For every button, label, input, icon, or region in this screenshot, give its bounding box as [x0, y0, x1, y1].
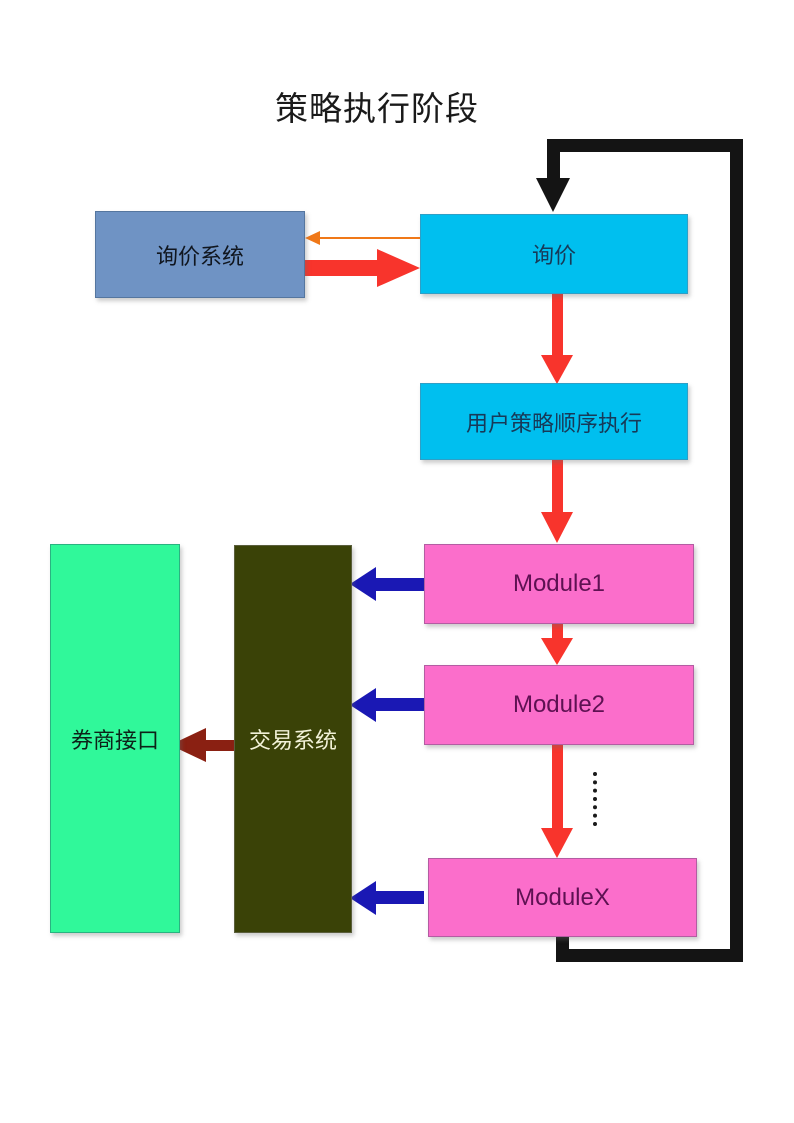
- arrow-modulex-to-trading: [374, 891, 424, 904]
- arrow-module2-to-trading-head-icon: [350, 688, 376, 722]
- node-modulex-label: ModuleX: [515, 883, 610, 911]
- arrow-inquirysystem-to-inquiry-head-icon: [377, 249, 420, 287]
- arrow-inquiry-to-inquirysystem-head-icon: [305, 231, 320, 245]
- node-user-strategy-execution: 用户策略顺序执行: [420, 383, 688, 460]
- node-module2: Module2: [424, 665, 694, 745]
- arrow-inquiry-to-userstrategy-head-icon: [541, 355, 573, 384]
- node-modulex: ModuleX: [428, 858, 697, 937]
- node-trading-system-label: 交易系统: [248, 728, 337, 753]
- arrow-inquiry-to-inquirysystem: [318, 237, 420, 239]
- arrow-module1-to-module2-head-icon: [541, 638, 573, 665]
- arrow-module1-to-trading-head-icon: [350, 567, 376, 601]
- node-module2-label: Module2: [512, 691, 606, 718]
- arrow-userstrategy-to-module1: [552, 460, 563, 513]
- node-inquiry-label: 询价: [531, 243, 576, 268]
- feedback-loop-segment-top-stub: [547, 139, 560, 180]
- arrow-inquiry-to-userstrategy: [552, 294, 563, 356]
- arrow-module2-to-modulex-head-icon: [541, 828, 573, 858]
- node-trading-system: 交易系统: [234, 545, 352, 933]
- node-inquiry-system-label: 询价系统: [155, 243, 244, 269]
- feedback-loop-segment-right: [730, 139, 743, 962]
- node-broker-interface: 券商接口: [50, 544, 180, 933]
- node-module1-label: Module1: [512, 570, 606, 597]
- arrow-module1-to-module2: [552, 624, 563, 640]
- feedback-loop-arrowhead-icon: [536, 178, 570, 212]
- node-module1: Module1: [424, 544, 694, 624]
- arrow-module2-to-modulex: [552, 745, 563, 829]
- vertical-ellipsis-icon: [593, 772, 597, 826]
- node-inquiry: 询价: [420, 214, 688, 294]
- arrow-trading-to-broker: [204, 740, 234, 751]
- node-user-strategy-label: 用户策略顺序执行: [465, 410, 642, 436]
- diagram-title: 策略执行阶段: [275, 90, 479, 127]
- arrow-module1-to-trading: [374, 578, 424, 591]
- arrow-module2-to-trading: [374, 698, 424, 711]
- arrow-inquirysystem-to-inquiry: [305, 260, 378, 276]
- feedback-loop-segment-bottom: [556, 949, 743, 962]
- node-inquiry-system: 询价系统: [95, 211, 305, 298]
- arrow-modulex-to-trading-head-icon: [350, 881, 376, 915]
- arrow-userstrategy-to-module1-head-icon: [541, 512, 573, 543]
- node-broker-interface-label: 券商接口: [70, 727, 159, 753]
- feedback-loop-segment-top: [547, 139, 743, 152]
